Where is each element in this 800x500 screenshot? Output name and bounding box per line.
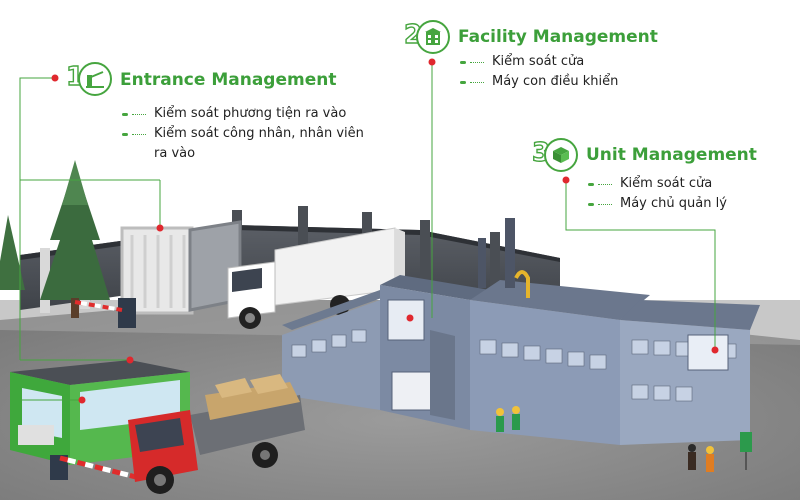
list-item-text: Kiểm soát phương tiện ra vào	[154, 106, 347, 121]
list-item: Kiểm soát cửa	[460, 52, 618, 72]
workers	[496, 406, 714, 472]
callout-title: Entrance Management	[120, 70, 337, 90]
list-item-text: Máy chủ quản lý	[620, 196, 727, 211]
list-item: Kiểm soát công nhân, nhân viên ra vào	[122, 124, 364, 164]
list-item: Kiểm soát cửa	[588, 174, 727, 194]
list-item: Kiểm soát phương tiện ra vào	[122, 104, 362, 124]
pine-tree-left	[40, 160, 110, 318]
list-item-text: Kiểm soát công nhân, nhân viên ra vào	[154, 126, 364, 161]
pine-tree-edge	[0, 215, 25, 290]
boom-barrier-top	[74, 298, 136, 328]
boom-barrier-bottom	[50, 455, 141, 481]
callout-badge	[544, 138, 578, 172]
callout-title: Unit Management	[586, 145, 757, 165]
leader-lines	[19, 62, 716, 401]
server-box-icon	[553, 147, 569, 163]
red-cargo-truck	[128, 374, 305, 494]
callout-items: Kiểm soát phương tiện ra vào Kiểm soát c…	[122, 104, 364, 164]
list-item: Máy con điều khiển	[460, 72, 618, 92]
building-icon	[425, 28, 441, 45]
gate-barrier-icon	[86, 71, 104, 88]
callout-items: Kiểm soát cửa Máy con điều khiển	[460, 52, 618, 92]
white-box-truck	[227, 227, 405, 329]
callout-title: Facility Management	[458, 27, 658, 47]
list-item-text: Kiểm soát cửa	[620, 176, 713, 191]
callout-badge	[78, 62, 112, 96]
leader-dots	[51, 58, 719, 404]
list-item-text: Kiểm soát cửa	[492, 54, 585, 69]
callout-items: Kiểm soát cửa Máy chủ quản lý	[588, 174, 727, 214]
callout-badge	[416, 20, 450, 54]
turnstile-gate	[120, 220, 242, 315]
list-item-text: Máy con điều khiển	[492, 74, 619, 89]
list-item: Máy chủ quản lý	[588, 194, 727, 214]
factory-buildings	[282, 218, 760, 470]
